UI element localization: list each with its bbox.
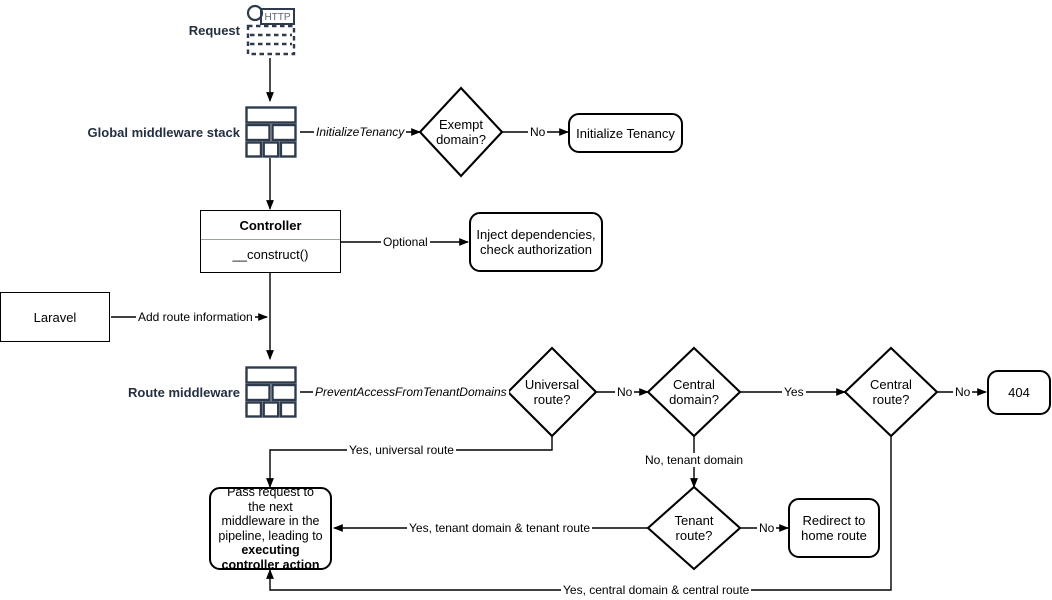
pass-request-text-normal: Pass request to the next middleware in t… [218, 485, 323, 543]
edge-label-universal-no: No [615, 385, 635, 399]
edge-label-tenant-route-no: No [757, 521, 777, 535]
decision-central-route[interactable]: Central route? [870, 377, 912, 407]
edge-label-prevent-access: PreventAccessFromTenantDomains [313, 385, 509, 399]
edge-label-central-domain-yes: Yes [782, 385, 806, 399]
diamond-exempt-domain [418, 86, 504, 178]
edge-label-no-tenant-domain: No, tenant domain [643, 453, 746, 467]
http-request-icon: HTTP [246, 4, 296, 56]
node-laravel[interactable]: Laravel [0, 292, 110, 342]
edge-label-initialize-tenancy: InitializeTenancy [314, 125, 407, 139]
decision-tenant-route[interactable]: Tenant route? [674, 513, 714, 543]
edge-label-universal-yes: Yes, universal route [347, 443, 456, 457]
node-initialize-tenancy[interactable]: Initialize Tenancy [568, 113, 683, 153]
decision-diamond-layer [418, 86, 939, 571]
edge-label-central-yes: Yes, central domain & central route [561, 583, 752, 597]
edge-label-add-route-information: Add route information [136, 310, 255, 324]
edge-label-exempt-no: No [528, 125, 548, 139]
node-redirect-home[interactable]: Redirect to home route [788, 498, 880, 558]
controller-title: Controller [201, 211, 340, 240]
diamond-tenant-route [646, 485, 742, 571]
node-controller[interactable]: Controller __construct() [200, 210, 341, 273]
diamond-central-route [843, 346, 939, 438]
diamond-central-domain [646, 346, 742, 438]
request-label: Request [188, 23, 240, 38]
edge-label-optional: Optional [381, 235, 430, 249]
global-middleware-stack-label: Global middleware stack [87, 125, 240, 140]
route-middleware-label: Route middleware [128, 385, 240, 400]
decision-universal-route[interactable]: Universal route? [524, 377, 580, 407]
node-inject-dependencies[interactable]: Inject dependencies, check authorization [469, 212, 603, 272]
pass-request-text-bold: executing controller action [221, 543, 320, 572]
decision-central-domain[interactable]: Central domain? [669, 377, 719, 407]
edge-label-central-route-no: No [953, 385, 973, 399]
decision-exempt-domain[interactable]: Exempt domain? [436, 117, 486, 147]
node-404[interactable]: 404 [987, 370, 1051, 415]
middleware-stack-icon [245, 366, 297, 418]
edge-label-tenant-yes: Yes, tenant domain & tenant route [407, 521, 593, 535]
middleware-stack-icon [245, 106, 297, 158]
controller-method: __construct() [232, 246, 309, 262]
diamond-universal-route [506, 346, 598, 438]
node-pass-request[interactable]: Pass request to the next middleware in t… [209, 485, 332, 572]
http-icon-caption: HTTP [264, 12, 290, 23]
